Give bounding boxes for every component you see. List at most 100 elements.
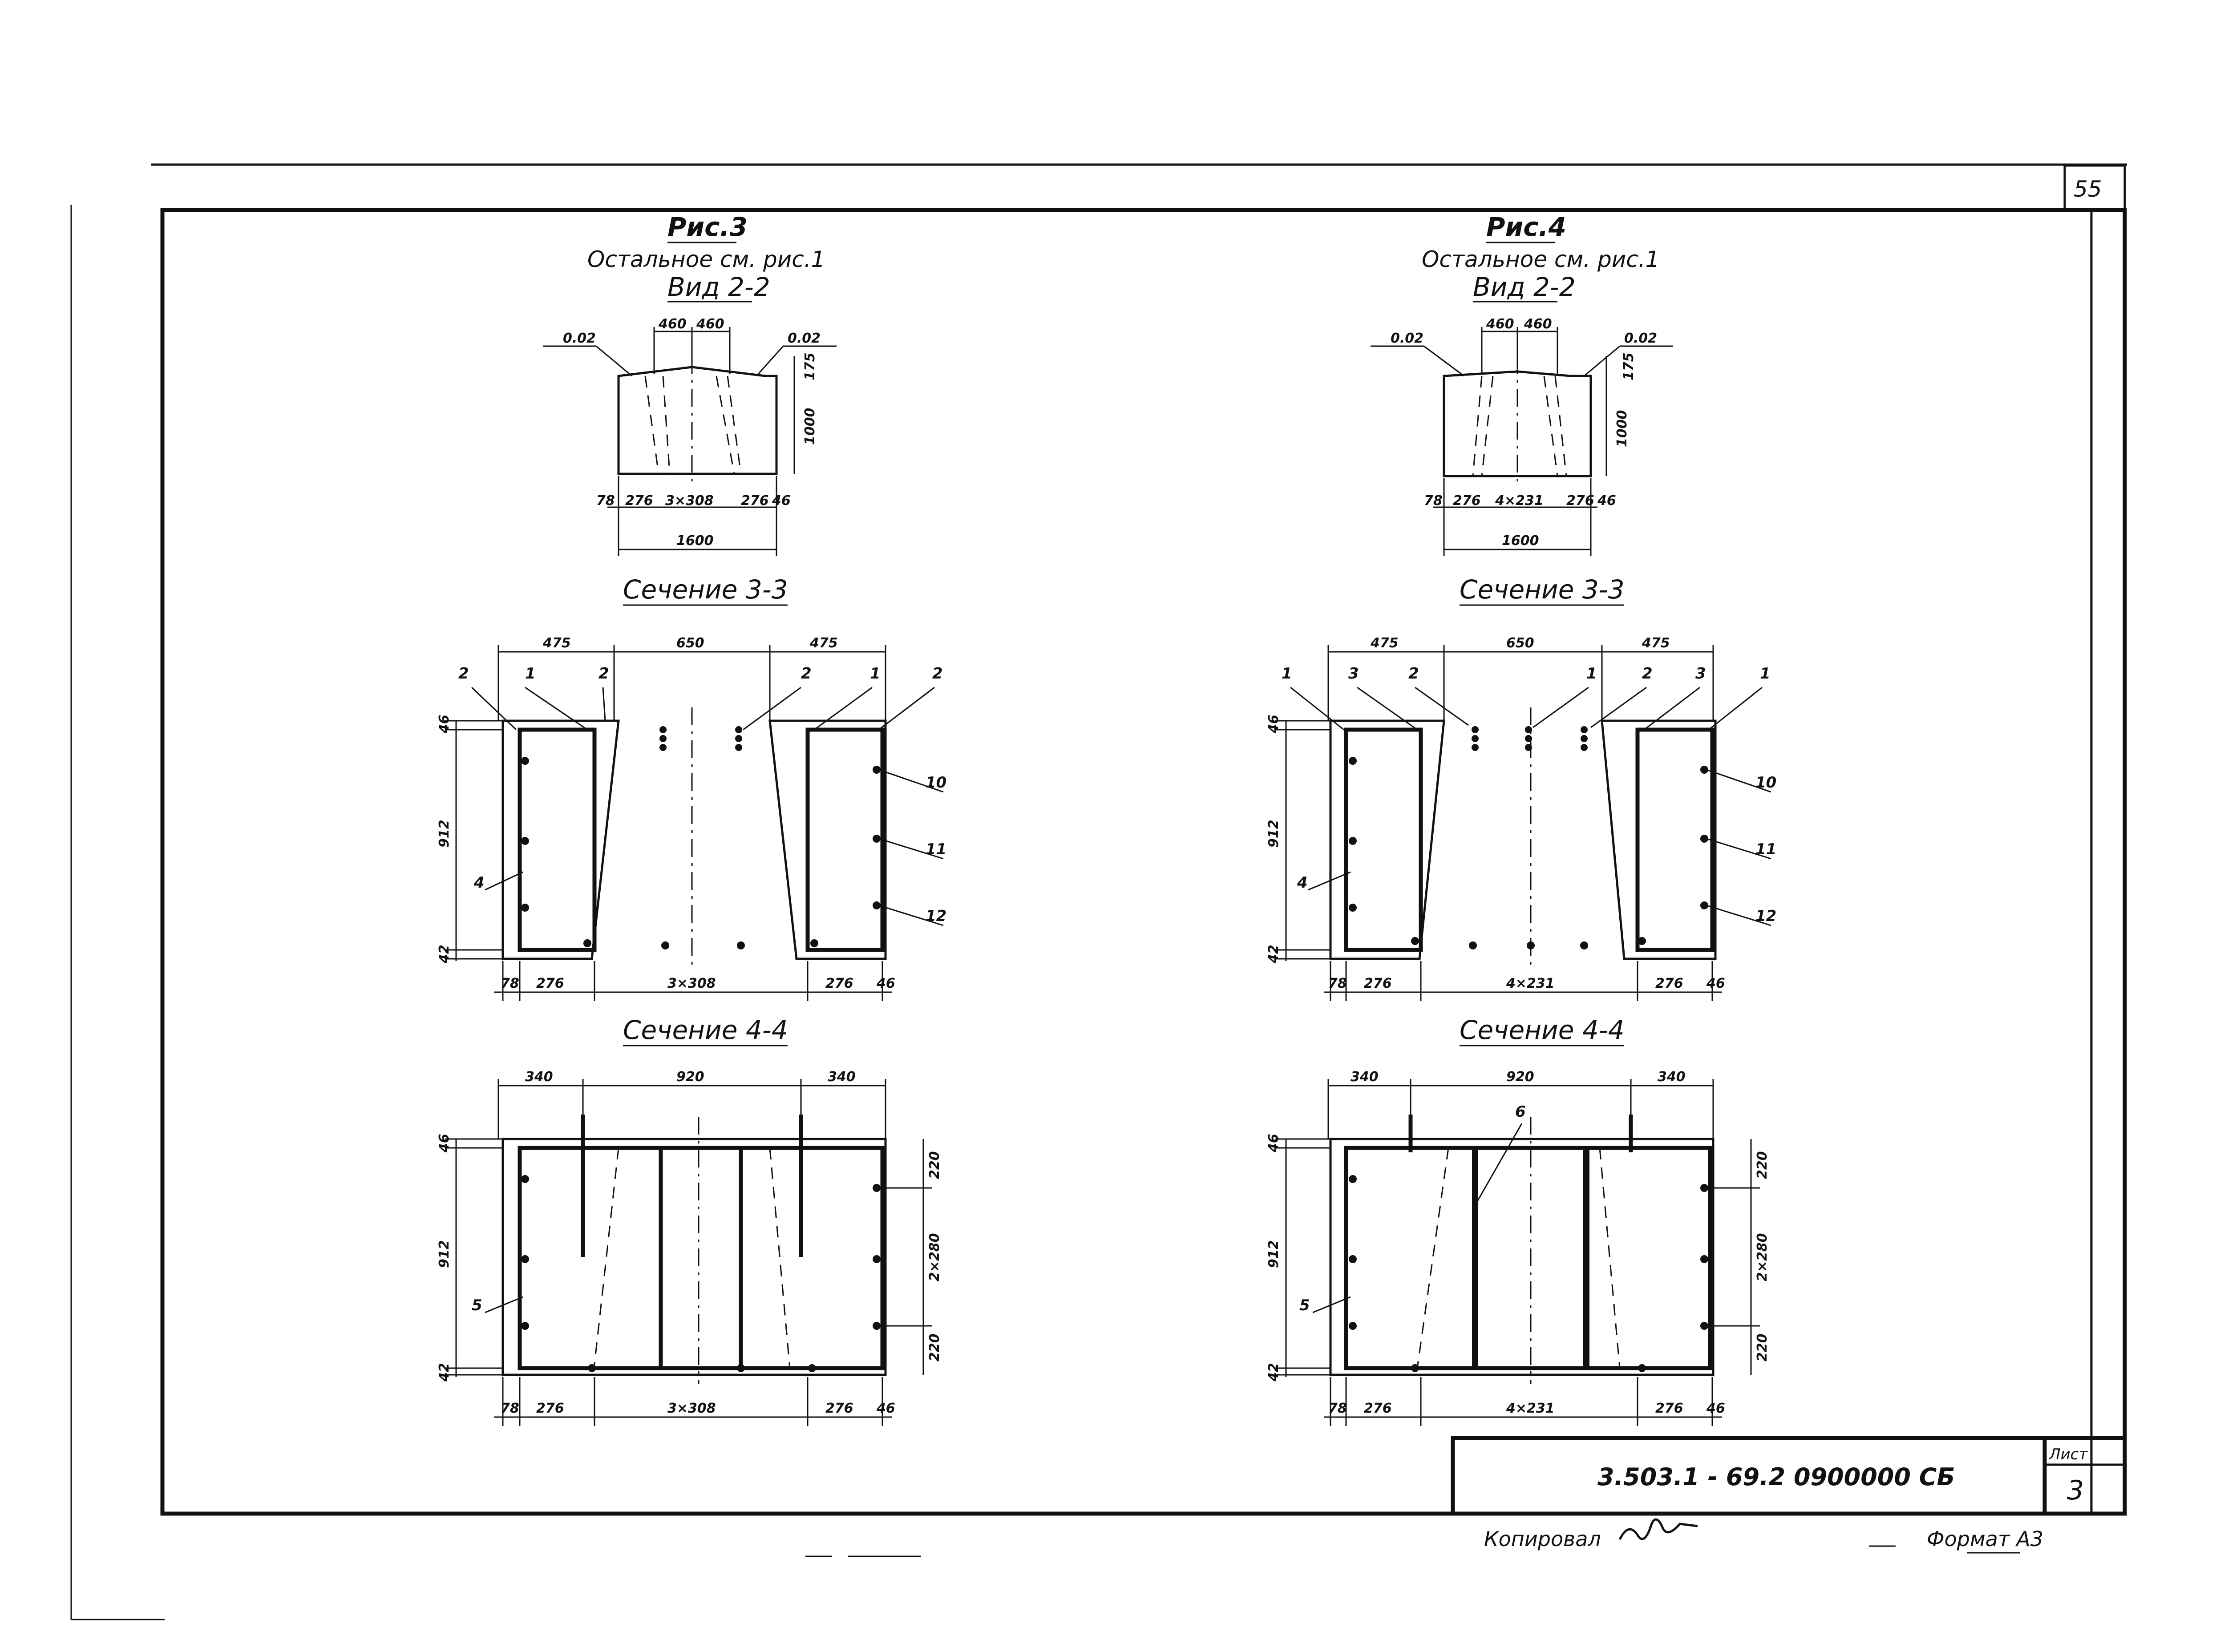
copier-signature [1618, 1518, 1698, 1540]
left-sec44-bot-5: 46 [876, 1401, 895, 1416]
left-sec44-h-mid: 912 [437, 1240, 452, 1268]
right-sec33-top-m: 650 [1506, 635, 1534, 651]
left-sec33-bot-3: 3×308 [667, 976, 716, 991]
left-sec33-mark-c: 2 [598, 665, 609, 683]
left-sec44-top-m: 920 [676, 1069, 704, 1085]
right-sec33-mark-b: 3 [1348, 665, 1359, 683]
right-view-title: Вид 2-2 [1473, 272, 1576, 302]
left-sec33-bot-1: 78 [501, 976, 519, 991]
right-sec33-bot-5: 46 [1706, 976, 1725, 991]
left-fig-note: Остальное см. рис.1 [587, 246, 825, 272]
right-sec33-mark-k: 4 [1297, 874, 1308, 892]
right-sec44-r-bot: 220 [1755, 1333, 1770, 1361]
left-panel: Рис.3 Остальное см. рис.1 Вид 2-2 460 46… [437, 212, 946, 1426]
left-sec33-mark-j: 4 [473, 874, 485, 892]
left-section-3-3: 475 650 475 2 1 2 [437, 635, 946, 1001]
left-sec33-mark-g: 10 [926, 774, 946, 792]
right-fig-title: Рис.4 [1486, 212, 1566, 242]
left-sec33-h-bot: 42 [437, 945, 452, 964]
right-view-dim-b4: 276 [1566, 493, 1594, 509]
left-sec33-top-l: 475 [542, 635, 571, 651]
right-sec33-h-mid: 912 [1266, 820, 1282, 848]
right-sec33-title: Сечение 3-3 [1460, 574, 1625, 605]
left-sec33-top-r: 475 [809, 635, 838, 651]
right-sec44-top-l: 340 [1351, 1069, 1379, 1085]
right-sec33-mark-i: 11 [1755, 840, 1776, 858]
left-sec33-title: Сечение 3-3 [623, 574, 788, 605]
right-sec33-mark-a: 1 [1282, 665, 1292, 683]
left-view-slope-left: 0.02 [563, 331, 596, 346]
left-view-dim-b5: 46 [772, 493, 791, 509]
left-view-dim-b1: 78 [596, 493, 615, 509]
right-view-dim-height: 1000 [1614, 410, 1630, 448]
right-view-dim-b5: 46 [1597, 493, 1616, 509]
right-fig-note: Остальное см. рис.1 [1422, 246, 1659, 272]
right-view-dim-top-a: 460 [1486, 316, 1514, 332]
right-sec44-top-r: 340 [1658, 1069, 1686, 1085]
left-view-dim-top-a: 460 [658, 316, 687, 332]
left-sec33-mark-e: 1 [870, 665, 881, 683]
right-sec33-top-l: 475 [1370, 635, 1399, 651]
right-section-4-4: 340 920 340 6 5 [1266, 1069, 1770, 1426]
right-sec33-mark-e: 2 [1642, 665, 1653, 683]
left-sec44-bot-1: 78 [501, 1401, 519, 1416]
copied-label: Копировал [1484, 1527, 1601, 1551]
left-sec33-h-top: 46 [437, 715, 452, 734]
right-sec33-bot-2: 276 [1364, 976, 1392, 991]
right-view-2-2: 460 460 0.02 0.02 175 1000 78 276 4×231 … [1371, 316, 1673, 556]
left-sec44-top-l: 340 [525, 1069, 553, 1085]
left-sec33-bot-5: 46 [876, 976, 895, 991]
right-sec44-r-mid: 2×280 [1755, 1233, 1770, 1281]
right-sec44-bot-5: 46 [1706, 1401, 1725, 1416]
left-sec44-r-mid: 2×280 [927, 1233, 942, 1281]
left-sec44-top-r: 340 [828, 1069, 856, 1085]
right-view-dim-top-b: 460 [1524, 316, 1552, 332]
left-view-dim-b4: 276 [741, 493, 769, 509]
right-sec33-mark-d: 1 [1586, 665, 1597, 683]
right-sec44-bot-4: 276 [1655, 1401, 1683, 1416]
left-sec33-bot-2: 276 [536, 976, 564, 991]
page-number: 55 [2074, 176, 2102, 202]
right-view-dim-total: 1600 [1502, 533, 1539, 549]
right-sec33-mark-c: 2 [1408, 665, 1419, 683]
left-fig-title: Рис.3 [667, 212, 748, 242]
right-view-dim-h175: 175 [1621, 352, 1637, 380]
left-sec44-mark-5: 5 [472, 1297, 482, 1314]
right-view-slope-right: 0.02 [1624, 331, 1657, 346]
left-sec44-h-top: 46 [437, 1134, 452, 1153]
left-sec33-mark-d: 2 [801, 665, 812, 683]
left-view-dim-height: 1000 [802, 408, 818, 445]
right-sec33-mark-j: 12 [1755, 907, 1776, 925]
left-sec33-h-mid: 912 [437, 820, 452, 848]
left-sec44-bot-2: 276 [536, 1401, 564, 1416]
right-panel: Рис.4 Остальное см. рис.1 Вид 2-2 460 46… [1266, 212, 1776, 1426]
right-sec44-mark-6: 6 [1515, 1103, 1526, 1121]
right-section-3-3: 475 650 475 1 3 [1266, 635, 1776, 1001]
right-view-dim-b3: 4×231 [1495, 493, 1544, 509]
right-sec33-bot-1: 78 [1328, 976, 1347, 991]
right-sec33-mark-h: 10 [1755, 774, 1776, 792]
left-sec44-r-top: 220 [927, 1151, 942, 1179]
left-view-dim-b2: 276 [625, 493, 653, 509]
sheet-frame: 55 [70, 163, 2127, 1620]
right-sec33-h-bot: 42 [1266, 945, 1282, 964]
right-sec44-h-mid: 912 [1266, 1240, 1282, 1268]
right-sec44-bot-1: 78 [1328, 1401, 1347, 1416]
right-view-dim-b2: 276 [1453, 493, 1481, 509]
right-sec44-top-m: 920 [1506, 1069, 1534, 1085]
sheet-value: 3 [2067, 1475, 2084, 1506]
format-label: Формат А3 [1927, 1527, 2043, 1551]
scan-marks [805, 1545, 1896, 1557]
left-sec33-mark-i: 12 [926, 907, 946, 925]
left-sec44-h-bot: 42 [437, 1363, 452, 1382]
left-view-dim-b3: 3×308 [665, 493, 714, 509]
left-view-dim-h175: 175 [802, 352, 818, 380]
left-view-slope-right: 0.02 [788, 331, 821, 346]
right-sec44-r-top: 220 [1755, 1151, 1770, 1179]
left-sec33-mark-h: 11 [926, 840, 946, 858]
sheet-label: Лист [2048, 1446, 2088, 1463]
left-view-dim-top-b: 460 [696, 316, 724, 332]
left-section-4-4: 340 920 340 5 [437, 1069, 942, 1426]
left-sec44-bot-3: 3×308 [667, 1401, 716, 1416]
